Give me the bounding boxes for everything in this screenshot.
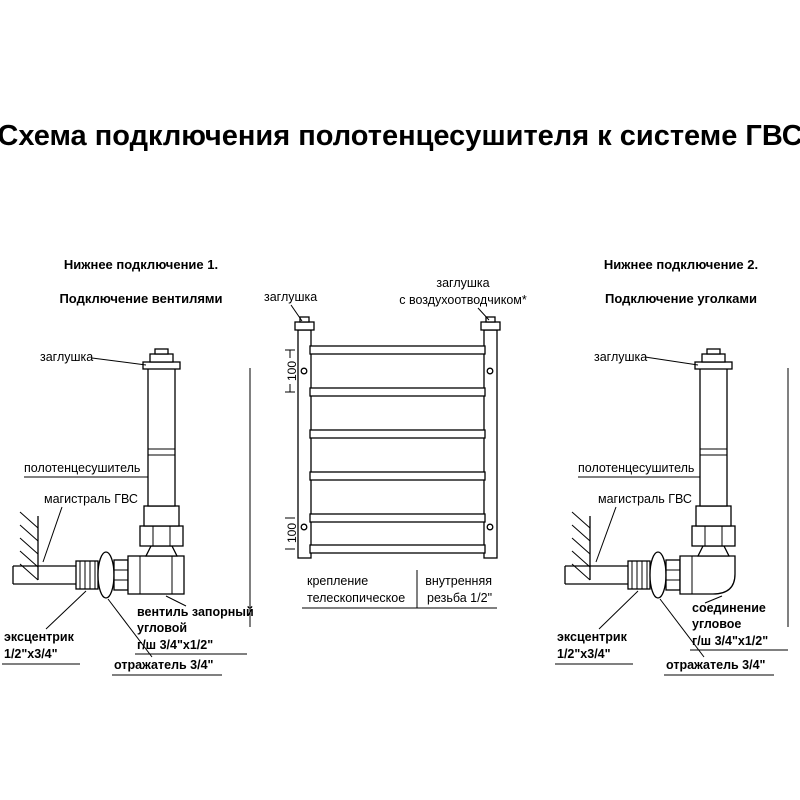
- leader-line: [107, 598, 153, 658]
- right-heading-2: Подключение уголками: [605, 291, 757, 306]
- wall-hatch: [571, 563, 591, 581]
- top-plug-cap: [701, 353, 726, 363]
- rung-3: [309, 429, 486, 439]
- top-plug-flange: [142, 361, 181, 370]
- hex-nut: [113, 559, 129, 591]
- left-plug-label: заглушка: [40, 350, 93, 364]
- towel-rail-side: [147, 367, 176, 507]
- center-plug-label: заглушка: [264, 290, 317, 304]
- leader-line: [595, 506, 617, 563]
- top-plug-knob: [706, 348, 721, 355]
- leader-line: [598, 590, 639, 630]
- left-heading-2: Подключение вентилями: [59, 291, 222, 306]
- air-vent-label-2: с воздухоотводчиком*: [399, 293, 527, 307]
- leader-line: [704, 595, 723, 604]
- leader-line: [42, 506, 63, 563]
- union-piece: [143, 505, 180, 527]
- right-eccentric-label-1: эксцентрик: [557, 630, 628, 644]
- left-towel-rail-label: полотенцесушитель: [24, 461, 140, 475]
- right-elbow-label-3: г/ш 3/4"х1/2": [692, 634, 768, 648]
- left-plug-cap: [294, 321, 315, 331]
- top-plug-cap: [149, 353, 174, 363]
- reflector-disc: [649, 551, 667, 599]
- right-plug-label: заглушка: [594, 350, 647, 364]
- left-reflector-label: отражатель 3/4": [114, 658, 214, 672]
- rung-6: [309, 544, 486, 554]
- mount-label-2: телескопическое: [307, 591, 405, 605]
- right-elbow-label-2: угловое: [692, 617, 741, 631]
- air-vent-label-1: заглушка: [436, 276, 489, 290]
- reflector-disc: [97, 551, 115, 599]
- left-diagram: Нижнее подключение 1. Подключение вентил…: [2, 257, 254, 676]
- right-diagram: Нижнее подключение 2. Подключение уголка…: [555, 257, 789, 676]
- right-hws-main-label: магистраль ГВС: [598, 492, 692, 506]
- left-valve-label-3: г/ш 3/4"х1/2": [137, 638, 213, 652]
- valve-neck: [144, 545, 179, 557]
- thread-label-2: резьба 1/2": [427, 591, 492, 605]
- page-title: Схема подключения полотенцесушителя к си…: [0, 120, 800, 152]
- leader-line: [659, 598, 705, 658]
- left-valve-label-1: вентиль запорный: [137, 605, 254, 619]
- left-hws-main-label: магистраль ГВС: [44, 492, 138, 506]
- left-eccentric-label-2: 1/2"х3/4": [4, 647, 58, 661]
- union-piece: [695, 505, 732, 527]
- leader-line: [477, 307, 490, 321]
- top-plug-knob: [154, 348, 169, 355]
- wall-hatch: [19, 550, 39, 568]
- mount-hole: [486, 367, 494, 375]
- rung-5: [309, 513, 486, 523]
- wall-hatch: [19, 563, 39, 581]
- leader-line: [644, 356, 699, 366]
- elbow-neck: [696, 545, 731, 557]
- leader-line: [91, 357, 147, 366]
- rung-1: [309, 345, 486, 355]
- top-plug-flange: [694, 361, 733, 370]
- right-plug-knob: [485, 316, 496, 323]
- left-plug-knob: [299, 316, 310, 323]
- right-eccentric-label-2: 1/2"х3/4": [557, 647, 611, 661]
- hex-nut: [665, 559, 681, 591]
- left-eccentric-label-1: эксцентрик: [4, 630, 75, 644]
- right-towel-rail-label: полотенцесушитель: [578, 461, 694, 475]
- wall-hatch: [571, 550, 591, 568]
- thread-label-1: внутренняя: [425, 574, 492, 588]
- right-reflector-label: отражатель 3/4": [666, 658, 766, 672]
- wall-hatch: [19, 537, 39, 555]
- wall-hatch: [571, 511, 591, 529]
- rung-4: [309, 471, 486, 481]
- right-heading-1: Нижнее подключение 2.: [604, 257, 758, 272]
- coupling-nut: [139, 525, 184, 547]
- wall-hatch: [571, 537, 591, 555]
- rung-2: [309, 387, 486, 397]
- right-plug-cap: [480, 321, 501, 331]
- leader-line: [290, 304, 303, 322]
- wall-hatch: [571, 524, 591, 542]
- dim-bottom-label: 100: [285, 523, 299, 543]
- coupling-nut: [691, 525, 736, 547]
- right-elbow-label-1: соединение: [692, 601, 766, 615]
- towel-rail-side: [699, 367, 728, 507]
- center-diagram: 100 100 заглушка заглушка с воздухоотвод…: [264, 276, 527, 609]
- wall-hatch: [19, 524, 39, 542]
- mount-label-1: крепление: [307, 574, 368, 588]
- elbow-body: [679, 555, 736, 595]
- dim-top-label: 100: [285, 361, 299, 381]
- left-heading-1: Нижнее подключение 1.: [64, 257, 218, 272]
- wall-hatch: [19, 511, 39, 529]
- valve-body: [127, 555, 185, 595]
- mount-hole: [486, 523, 494, 531]
- mount-hole: [300, 367, 308, 375]
- leader-line: [45, 590, 87, 630]
- mount-hole: [300, 523, 308, 531]
- leader-line: [165, 595, 187, 607]
- left-valve-label-2: угловой: [137, 621, 187, 635]
